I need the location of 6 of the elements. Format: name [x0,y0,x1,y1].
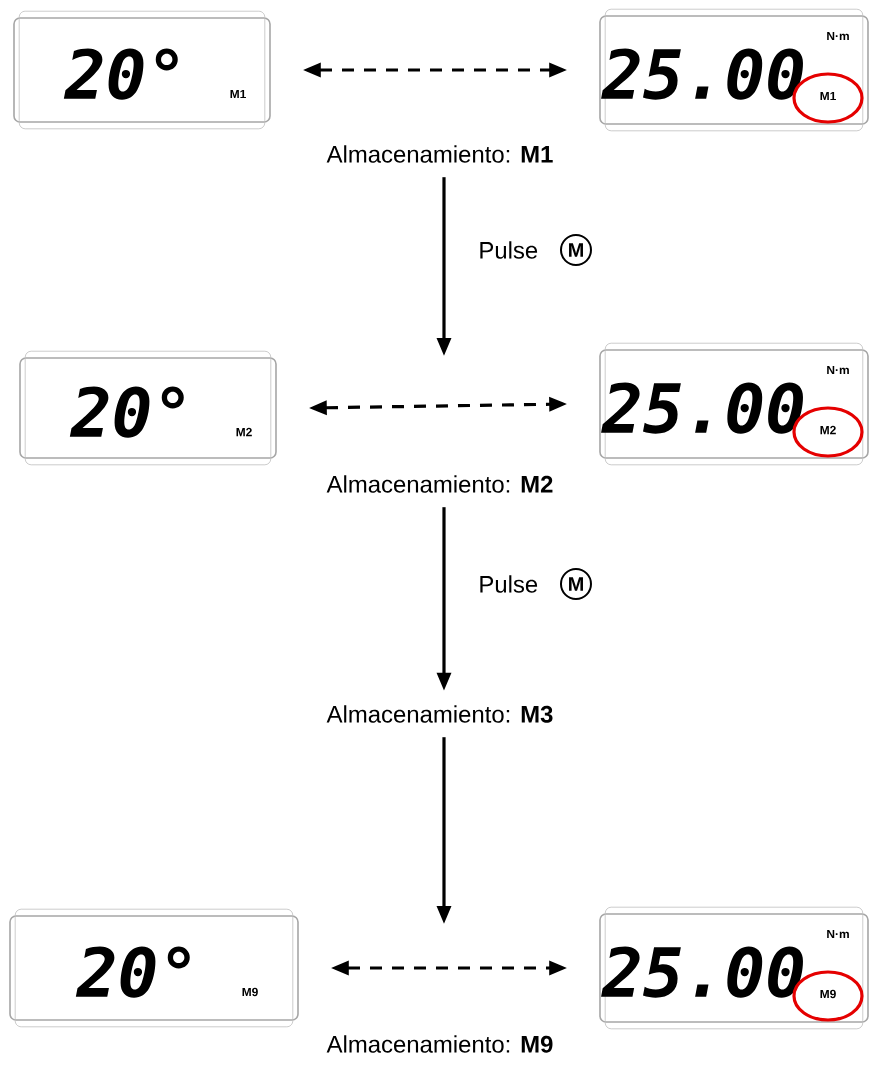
storage-label: Almacenamiento: M2 [326,475,553,493]
edge-label: Pulse [480,241,538,259]
storage-label: Almacenamiento: M9 [326,1035,553,1053]
edge-label: Pulse [480,575,538,593]
storage-label: Almacenamiento: M1 [326,145,553,163]
storage-label: Almacenamiento: M3 [326,705,553,723]
